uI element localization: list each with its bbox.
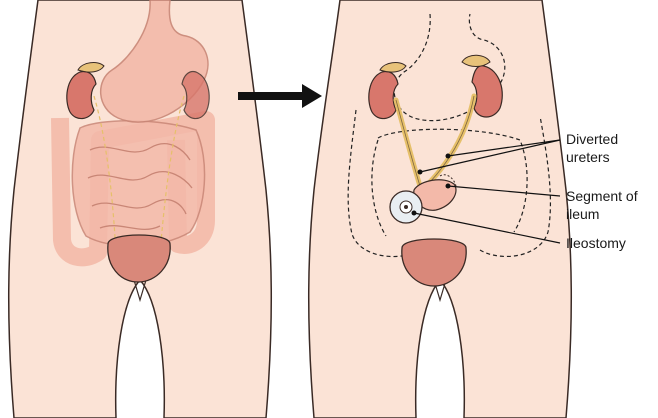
label-ileostomy: Ileostomy	[566, 235, 626, 251]
ileostomy-stoma	[390, 191, 422, 223]
small-intestine-left	[72, 121, 204, 246]
label-diverted-ureters-line2: ureters	[566, 149, 610, 165]
label-segment-of-ileum-line2: ileum	[566, 206, 599, 222]
labels: Diverted ureters Segment of ileum Ileost…	[566, 131, 638, 251]
label-segment-of-ileum-line1: Segment of	[566, 188, 638, 204]
label-diverted-ureters-line1: Diverted	[566, 131, 618, 147]
